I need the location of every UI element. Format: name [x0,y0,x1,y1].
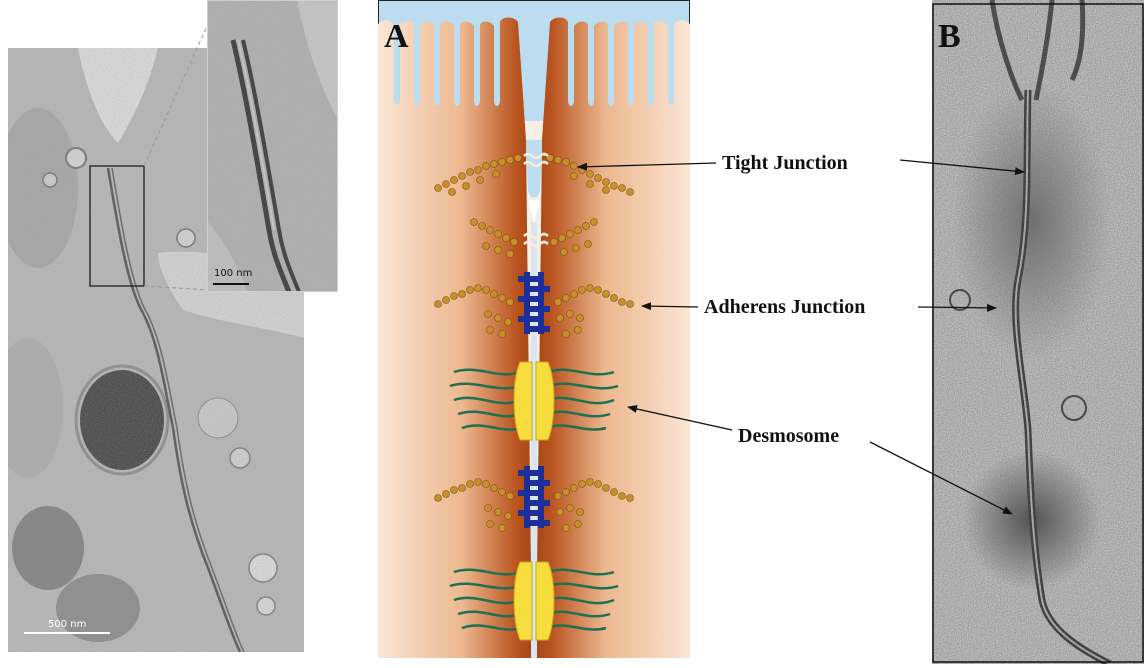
desmosome-arrow-a [627,405,733,431]
adherens-junction-label: Adherens Junction [704,296,866,318]
adherens-junction-arrow-a [641,302,699,311]
desmosome-label: Desmosome [738,425,840,447]
desmosome-plaque [449,361,619,441]
inset-scale-bar [213,283,249,285]
adherens-junction-complex-lower [434,466,634,532]
panel-b-micrograph [932,0,1144,664]
inset-micrograph [207,0,338,292]
tight-junction-arrow-b [899,159,1025,176]
desmosome-plaque-lower [449,561,619,641]
desmosome-arrow-b [869,441,1013,515]
inset-scale-bar-label: 100 nm [214,268,253,279]
panel-a-letter: A [384,18,409,55]
panel-a-schematic [378,0,690,658]
tight-junction-label: Tight Junction [722,152,848,174]
adherens-junction-complex [434,272,634,338]
inset-connector-lines [143,23,209,291]
panel-b-letter: B [938,18,961,55]
scale-bar [24,632,110,634]
adherens-junction-arrow-b [917,303,997,312]
inset-region-box [89,165,145,287]
scale-bar-label: 500 nm [48,619,87,630]
tight-junction-arrow-a [577,162,717,171]
tight-junction-strands [434,152,634,258]
